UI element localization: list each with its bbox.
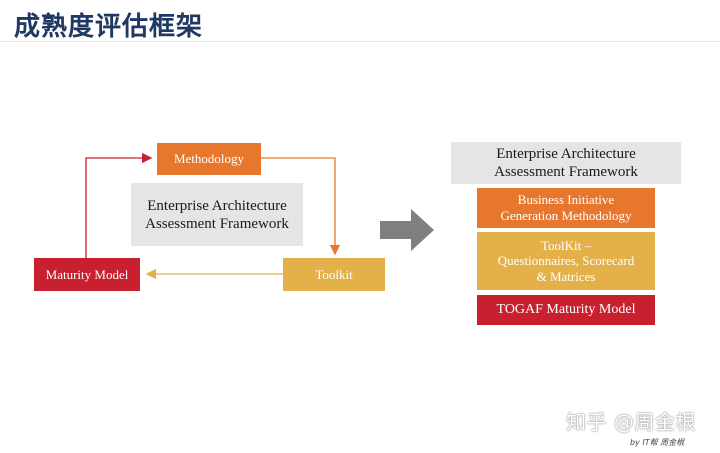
toolkit-stack-line3: & Matrices: [536, 268, 596, 284]
togaf-maturity-label: TOGAF Maturity Model: [496, 301, 636, 317]
credit-text: by IT帮 周金根: [630, 438, 685, 447]
business-initiative-line1: Business Initiative: [517, 192, 615, 208]
arrow-methodology-to-toolkit: [261, 157, 341, 256]
center-framework-line1: Enterprise Architecture: [147, 197, 287, 214]
togaf-maturity-box: TOGAF Maturity Model: [477, 295, 655, 325]
watermark: 知乎 @周金根: [566, 410, 696, 434]
center-framework-line2: Assessment Framework: [145, 215, 289, 232]
transition-arrow: [380, 209, 434, 251]
toolkit-stack-line2: Questionnaires, Scorecard: [497, 253, 635, 269]
business-initiative-line2: Generation Methodology: [500, 208, 632, 223]
toolkit-label: Toolkit: [315, 266, 353, 282]
toolkit-stack-line1: ToolKit –: [540, 237, 591, 253]
stack-framework-line2: Assessment Framework: [494, 164, 638, 180]
maturity-model-box: Maturity Model: [34, 258, 140, 291]
maturity-model-label: Maturity Model: [45, 266, 129, 282]
title-divider: [0, 41, 720, 42]
stack-framework-line1: Enterprise Architecture: [496, 146, 636, 162]
center-framework-box: Enterprise Architecture Assessment Frame…: [131, 183, 303, 246]
arrow-maturity-to-methodology: [85, 152, 153, 258]
methodology-box: Methodology: [157, 143, 261, 175]
page-title: 成熟度评估框架: [14, 12, 204, 42]
toolkit-box: Toolkit: [283, 258, 385, 291]
toolkit-stack-box: ToolKit – Questionnaires, Scorecard & Ma…: [477, 232, 655, 290]
stack-framework-box: Enterprise Architecture Assessment Frame…: [451, 142, 681, 184]
methodology-label: Methodology: [173, 151, 245, 167]
business-initiative-box: Business Initiative Generation Methodolo…: [477, 188, 655, 228]
